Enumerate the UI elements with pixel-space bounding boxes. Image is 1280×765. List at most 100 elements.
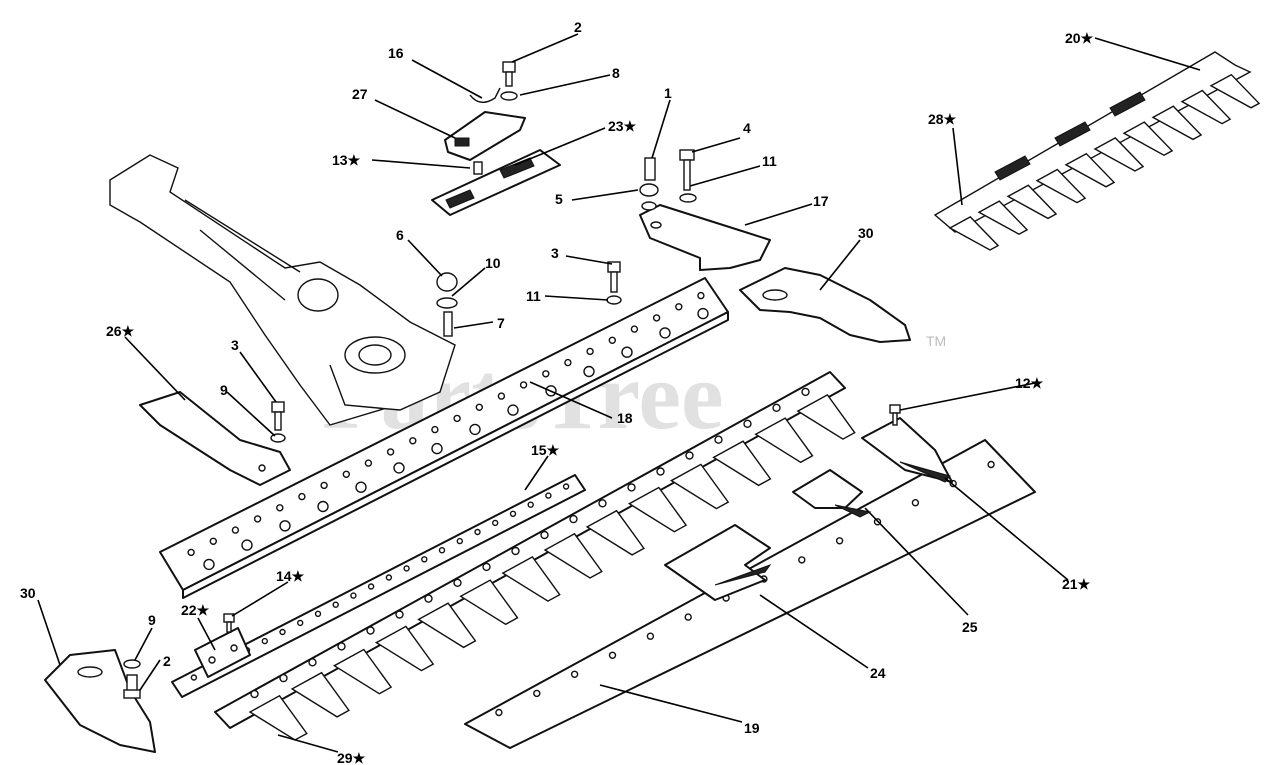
knife-20-tooth (977, 200, 1029, 235)
bar-18-holes-hole (475, 403, 483, 411)
bar-18-holes-hole (564, 358, 572, 367)
guard-29-tooth (796, 393, 856, 440)
guard-29-tooth (670, 463, 730, 510)
guard-bar-29 (214, 371, 846, 729)
guard-29-tooth (543, 532, 603, 579)
bar-18-holes-hole (393, 462, 405, 474)
bar-18-holes-hole (386, 448, 395, 456)
bar-18-holes-hole (583, 365, 595, 378)
plate-19-holes-hole (911, 499, 920, 507)
clip-16 (469, 87, 501, 103)
guard-29-tooth (290, 671, 350, 718)
plate-19-holes-hole (798, 556, 806, 564)
bar-18-holes (187, 291, 709, 571)
bar-18-holes-hole (364, 459, 373, 467)
knife-20-tooth (1006, 184, 1058, 220)
bar-18-holes-hole (209, 537, 218, 545)
callout-23: 23★ (608, 118, 637, 134)
shoe-30-right (739, 267, 911, 343)
bar-18-holes-hole (320, 481, 328, 490)
guard-29-holes-hole (279, 673, 288, 683)
callout-19: 19 (744, 720, 760, 736)
knife-15-holes-hole (474, 528, 481, 536)
callout-13: 13★ (332, 152, 361, 168)
guard-29-holes-hole (250, 689, 259, 699)
bar-18-holes-hole (542, 370, 550, 378)
bar-18-holes-hole (409, 437, 417, 445)
guard-29-holes-hole (366, 626, 375, 635)
bar-18-holes-hole (241, 539, 253, 551)
knife-15-holes-hole (403, 565, 410, 572)
wear-plate-19 (464, 439, 1036, 749)
plate-19-holes-hole (684, 613, 692, 621)
knife-15-holes-hole (438, 547, 446, 554)
guard-29-tooth (627, 486, 688, 533)
bar-18-holes-hole (652, 314, 661, 322)
callout-14: 14★ (276, 568, 305, 584)
bar-18-holes-hole (431, 442, 443, 455)
guard-29-holes-hole (395, 610, 404, 619)
guard-26 (139, 391, 291, 486)
guard-29-tooth (417, 602, 477, 649)
guard-29-holes-hole (453, 578, 462, 587)
guard-29-holes-hole (743, 419, 752, 428)
knife-15-holes-hole (456, 537, 463, 545)
guard-29-tooth (459, 579, 519, 626)
guard-29-tooth (712, 440, 772, 487)
bracket-17 (639, 204, 771, 271)
guard-29 (248, 393, 856, 741)
plate-19-holes-hole (608, 651, 617, 659)
plate-19-holes-hole (835, 537, 844, 545)
bar-18-holes-hole (279, 520, 291, 532)
guard-29-tooth (375, 625, 435, 672)
bar-18-holes-hole (317, 500, 329, 513)
callout-11-mid: 11 (526, 288, 541, 304)
knife-15-holes-hole (297, 619, 304, 627)
guard-29-holes-hole (540, 530, 549, 540)
guard-29-holes-hole (772, 403, 781, 412)
plate-19-holes-hole (987, 460, 995, 469)
callout-4: 4 (743, 120, 751, 136)
callout-3-left: 3 (231, 337, 239, 353)
bar-18-holes-hole (659, 327, 671, 339)
callout-11-top: 11 (762, 153, 777, 169)
guard-29-holes-hole (337, 642, 346, 651)
knife-20-tooth (1064, 152, 1116, 188)
guard-29-holes-hole (424, 594, 433, 603)
mower-arm-frame (109, 154, 456, 426)
hold-down-24 (664, 524, 772, 601)
callout-28: 28★ (928, 111, 957, 127)
callout-30-left: 30 (20, 585, 36, 601)
knife-20-tooth (1180, 89, 1232, 125)
knife-15-holes-hole (545, 492, 552, 499)
bar-18-holes-hole (355, 481, 367, 493)
guard-29-holes-hole (627, 483, 636, 492)
callout-15: 15★ (531, 442, 560, 458)
knife-20-tooth (1151, 105, 1203, 141)
knife-15-holes-hole (527, 501, 534, 508)
callout-24: 24 (870, 665, 886, 681)
knife-15-holes-hole (350, 592, 357, 599)
bar-18-holes-hole (453, 414, 461, 423)
bar-18-holes-hole (342, 470, 350, 478)
bar-18-holes-hole (507, 404, 519, 416)
guard-29-holes-hole (511, 546, 520, 556)
knife-15-holes-hole (385, 574, 393, 581)
callout-25: 25 (962, 619, 978, 635)
callout-10: 10 (485, 255, 501, 271)
bar-18-holes-hole (431, 425, 439, 434)
guard-29-holes-hole (308, 658, 317, 667)
guard-29-holes-hole (569, 514, 578, 524)
clip-22 (194, 627, 251, 678)
callout-20: 20★ (1065, 30, 1094, 46)
bar-18-holes-hole (519, 381, 528, 389)
callout-7: 7 (497, 315, 505, 331)
knife-20-tooth (1209, 73, 1261, 109)
hardware (123, 61, 901, 699)
callout-16: 16 (388, 45, 404, 61)
knife-15-holes-hole (279, 628, 286, 636)
shoe-30-left (44, 649, 156, 753)
callout-12: 12★ (1015, 375, 1044, 391)
guard-29-tooth (248, 694, 308, 741)
